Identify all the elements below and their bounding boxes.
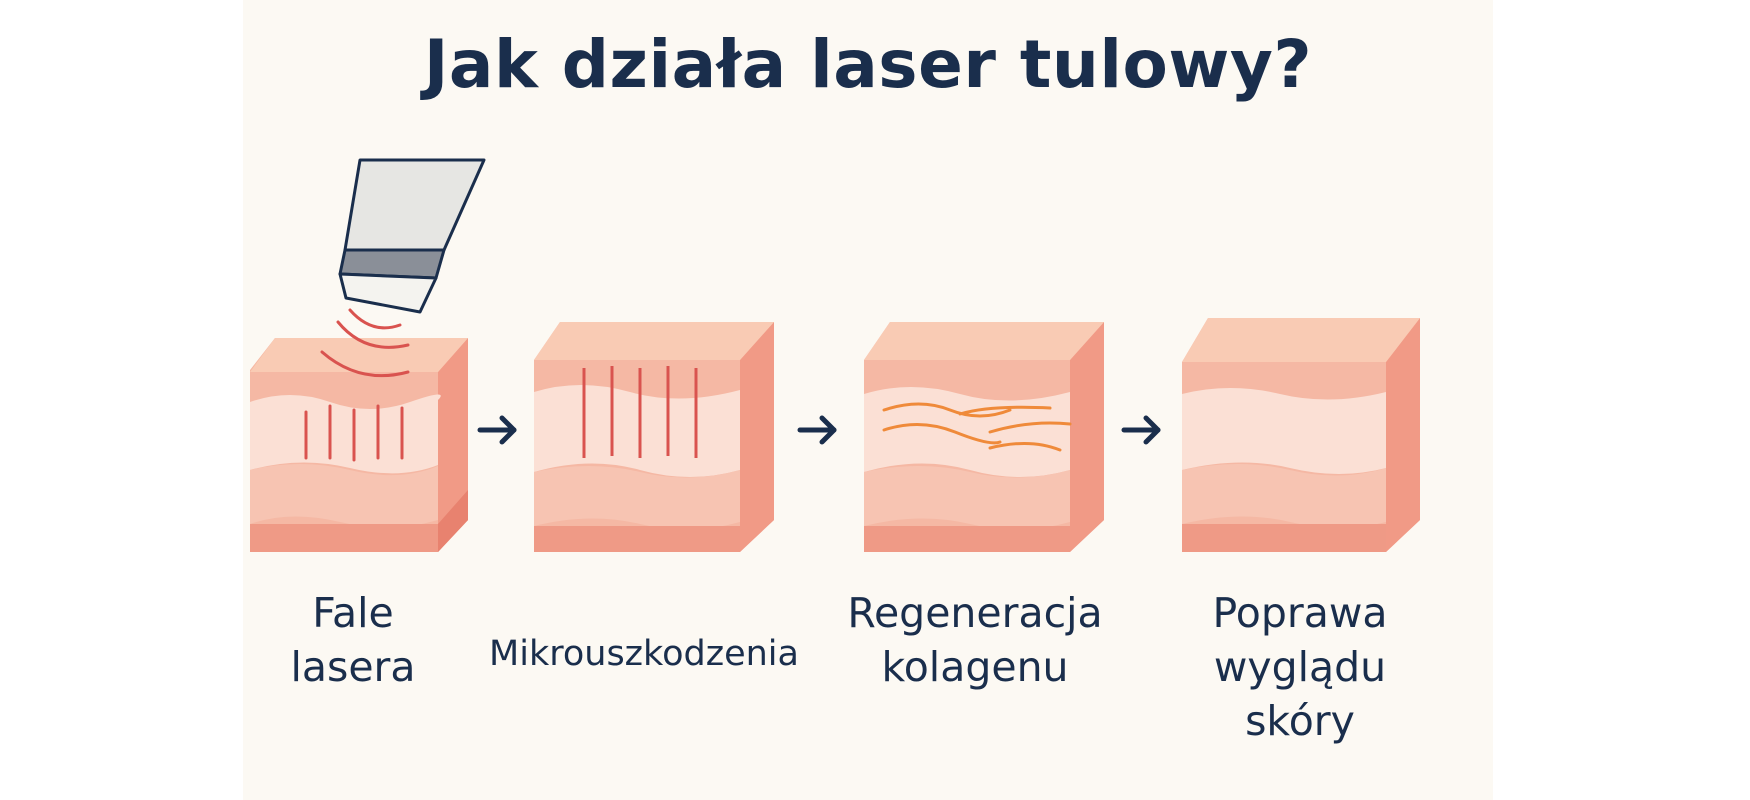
laser-handpiece-icon: [338, 158, 486, 314]
step-4-label-line: skóry: [1245, 697, 1355, 745]
skin-block-4: [1182, 318, 1420, 552]
collagen-fibers: [882, 402, 1072, 452]
step-2-label: Mikrouszkodzenia: [484, 627, 804, 681]
skin-block-1: [250, 338, 468, 552]
arrow-right-icon: [797, 415, 837, 445]
arrow-right-icon: [1121, 415, 1161, 445]
skin-block-3: [864, 322, 1104, 552]
step-4-label: Poprawa wyglądu skóry: [1190, 586, 1410, 748]
arrow-right-icon: [477, 415, 517, 445]
step-1-label: Fale lasera: [258, 586, 448, 694]
step-1-label-line: lasera: [290, 643, 416, 691]
microinjury-lines: [582, 366, 698, 458]
step-1-label-line: Fale: [312, 589, 394, 637]
step-3-label-line: Regeneracja: [847, 589, 1103, 637]
skin-block-2: [534, 322, 774, 552]
step-3-label: Regeneracja kolagenu: [842, 586, 1108, 694]
step-2-label-line: Mikrouszkodzenia: [489, 634, 799, 674]
step-3-label-line: kolagenu: [881, 643, 1069, 691]
laser-beam-lines: [304, 308, 410, 462]
step-4-label-line: wyglądu: [1213, 643, 1387, 691]
diagram-title: Jak działa laser tulowy?: [423, 26, 1313, 103]
step-4-label-line: Poprawa: [1212, 589, 1388, 637]
